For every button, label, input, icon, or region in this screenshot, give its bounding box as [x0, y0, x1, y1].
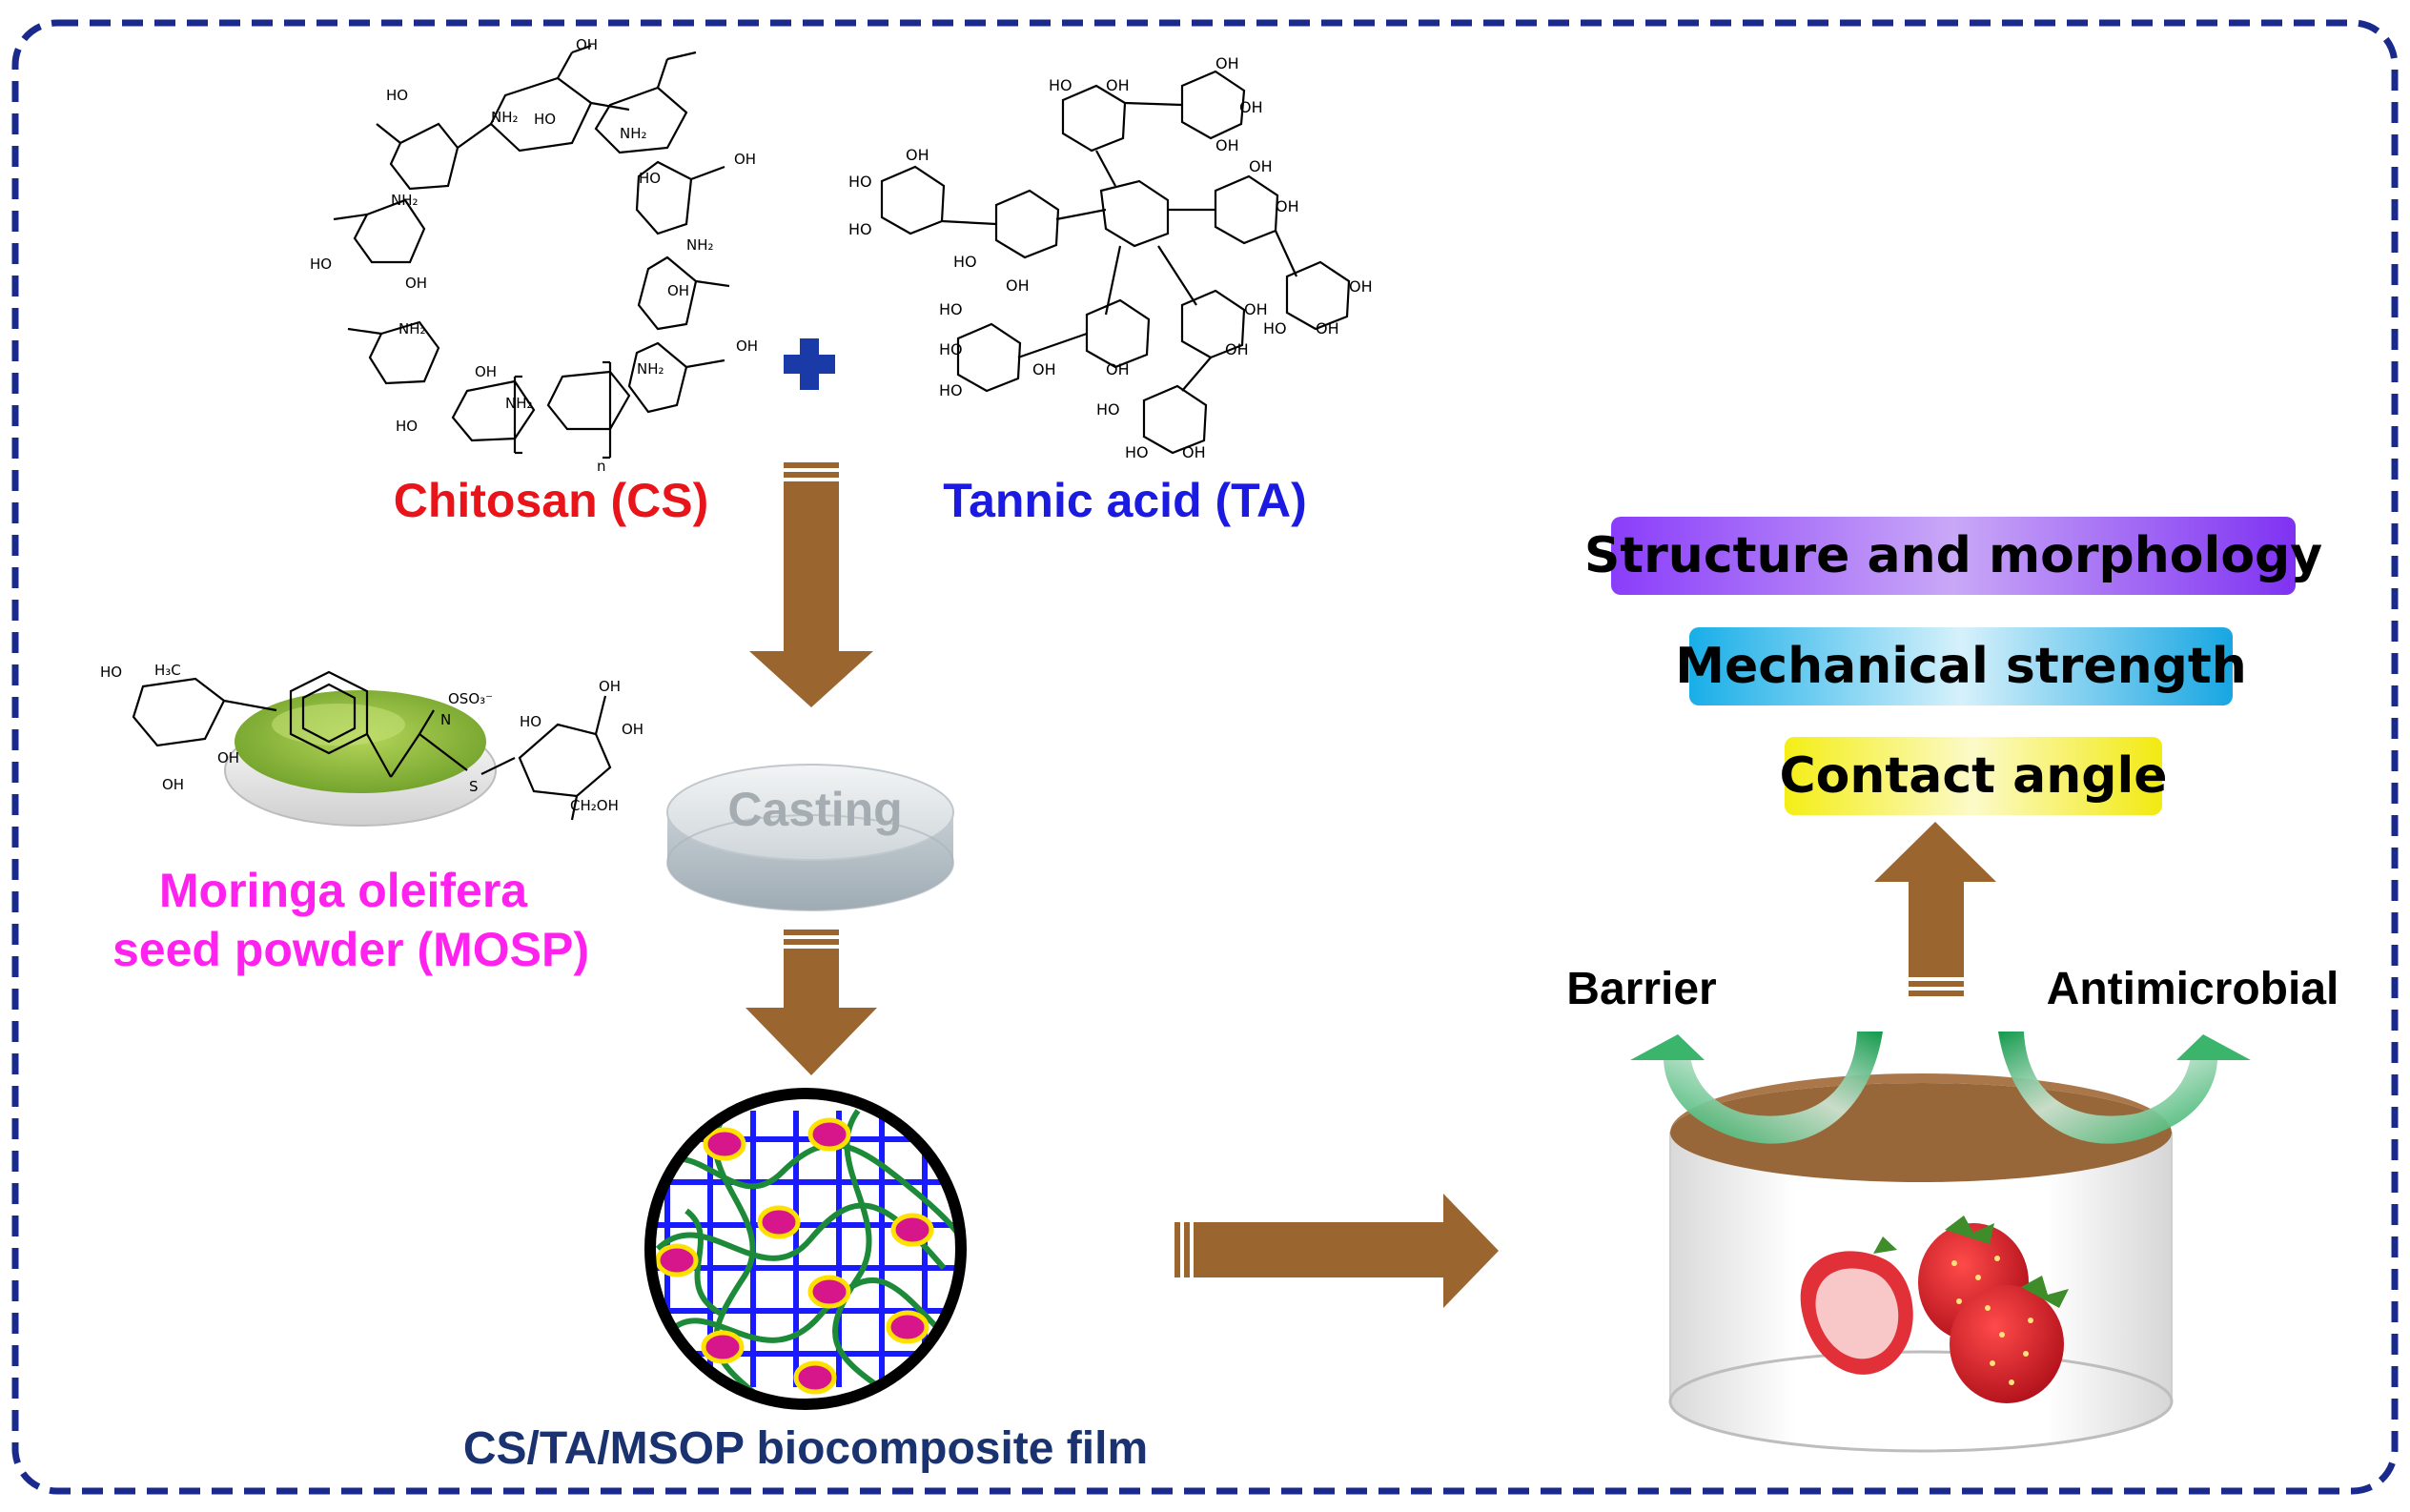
mosp-structure-icon	[132, 670, 612, 821]
antimicrobial-arrow-icon	[1998, 1032, 2251, 1144]
chitosan-structure-icon	[333, 44, 730, 460]
ta-oh-label-10: OH	[1316, 319, 1339, 337]
chitosan-ho-label-4: HO	[310, 255, 332, 273]
chitosan-oh-label-6: OH	[475, 363, 497, 380]
tannic-acid-structure-icon	[880, 70, 1351, 455]
mosp-ho-label-2: HO	[520, 713, 541, 730]
film-label: CS/TA/MSOP biocomposite film	[462, 1423, 1149, 1474]
arrow-down-to-casting	[749, 462, 873, 707]
mosp-group-labels: HO H₃C OH OH OSO₃⁻ N HO OH OH S CH₂OH	[100, 662, 643, 814]
mosp-oh-label: OH	[217, 749, 239, 766]
ta-oh-label-5: OH	[906, 146, 929, 164]
ta-oh-label-8: OH	[1276, 197, 1299, 215]
mosp-oso3-label: OSO₃⁻	[448, 690, 493, 707]
arrow-right-to-cup	[1174, 1194, 1499, 1308]
mosp-oh-label-4: OH	[622, 721, 643, 738]
chitosan-oh-label-4: OH	[736, 337, 758, 355]
chitosan-ho-label-2: HO	[534, 111, 556, 128]
mosp-oh-label-2: OH	[162, 776, 184, 793]
chitosan-oh-label-5: OH	[667, 282, 689, 299]
ta-oh-label-6: OH	[1006, 276, 1030, 295]
ta-oh-label-11: OH	[1032, 360, 1056, 378]
chitosan-n-subscript: n	[597, 458, 606, 475]
tannic-acid-label: Tannic acid (TA)	[943, 474, 1307, 527]
ta-ho-label-8: HO	[939, 381, 963, 399]
ta-ho-label-9: HO	[1096, 400, 1120, 419]
chitosan-nh2-label-6: NH₂	[637, 360, 664, 378]
chitosan-oh-label-2: OH	[734, 151, 756, 168]
film-network-icon	[644, 1088, 967, 1410]
structure-morphology-text: Structure and morphology	[1583, 527, 2323, 584]
chitosan-ho-label-3: HO	[639, 170, 661, 187]
ta-ho-label-3: HO	[848, 220, 872, 238]
contact-angle-text: Contact angle	[1779, 747, 2168, 805]
mosp-ch2oh-label: CH₂OH	[570, 797, 619, 814]
chitosan-ho-label-5: HO	[396, 418, 418, 435]
dashed-border-frame	[11, 19, 2399, 1495]
chitosan-oh-label: OH	[576, 36, 598, 53]
ta-oh-label-3: OH	[1239, 98, 1263, 116]
chitosan-nh2-label-3: NH₂	[686, 236, 714, 254]
arrow-down-to-film	[745, 930, 877, 1075]
ta-oh-label-2: OH	[1215, 54, 1239, 72]
plus-icon	[784, 338, 835, 390]
mechanical-strength-badge: Mechanical strength	[1675, 627, 2247, 705]
casting-label: Casting	[727, 783, 903, 836]
chitosan-oh-label-3: OH	[405, 275, 427, 292]
tannic-acid-group-labels: HO OH OH OH OH OH HO HO HO OH OH OH OH H…	[848, 54, 1373, 461]
mosp-n-label: N	[440, 711, 451, 728]
ta-ho-label-5: HO	[1263, 319, 1287, 337]
ta-oh-label-9: OH	[1349, 277, 1373, 296]
ta-ho-label: HO	[1049, 76, 1072, 94]
ta-oh-label: OH	[1106, 76, 1130, 94]
mosp-oh-label-3: OH	[599, 678, 621, 695]
casting-dish-icon	[666, 764, 954, 911]
structure-morphology-badge: Structure and morphology	[1584, 517, 2322, 595]
mosp-s-label: S	[469, 778, 479, 795]
ta-ho-label-10: HO	[1125, 443, 1149, 461]
arrow-up-to-properties	[1874, 822, 1996, 996]
mechanical-strength-text: Mechanical strength	[1675, 638, 2247, 695]
chitosan-nh2-label-2: NH₂	[620, 125, 647, 142]
moringa-label-line2: seed powder (MOSP)	[112, 923, 590, 976]
chitosan-label: Chitosan (CS)	[393, 474, 709, 527]
moringa-label-line1: Moringa oleifera	[158, 864, 528, 917]
barrier-label: Barrier	[1566, 964, 1717, 1014]
contact-angle-badge: Contact angle	[1779, 737, 2168, 815]
ta-oh-label-14: OH	[1225, 340, 1249, 358]
ta-oh-label-13: OH	[1244, 300, 1268, 318]
chitosan-nh2-label-5: NH₂	[398, 320, 426, 337]
strawberry-icon	[1800, 1216, 2069, 1403]
moringa-powder-bowl	[224, 690, 497, 827]
chitosan-nh2-label-7: NH₂	[505, 395, 533, 412]
antimicrobial-label: Antimicrobial	[2046, 964, 2339, 1014]
chitosan-nh2-label-4: NH₂	[391, 192, 419, 209]
chitosan-nh2-label: NH₂	[491, 109, 519, 126]
chitosan-group-labels: OH HO NH₂ HO NH₂ OH HO NH₂ NH₂ HO OH NH₂…	[310, 36, 758, 475]
ta-ho-label-2: HO	[848, 173, 872, 191]
ta-ho-label-7: HO	[939, 340, 963, 358]
chitosan-ho-label: HO	[386, 87, 408, 104]
ta-oh-label-4: OH	[1215, 136, 1239, 154]
ta-ho-label-6: HO	[939, 300, 963, 318]
ta-oh-label-15: OH	[1182, 443, 1206, 461]
ta-oh-label-7: OH	[1249, 157, 1273, 175]
ta-ho-label-4: HO	[953, 253, 977, 271]
ta-oh-label-12: OH	[1106, 360, 1130, 378]
mosp-ho-label: HO	[100, 664, 122, 681]
mosp-h3c-label: H₃C	[154, 662, 181, 679]
barrier-arrow-icon	[1630, 1032, 1883, 1144]
